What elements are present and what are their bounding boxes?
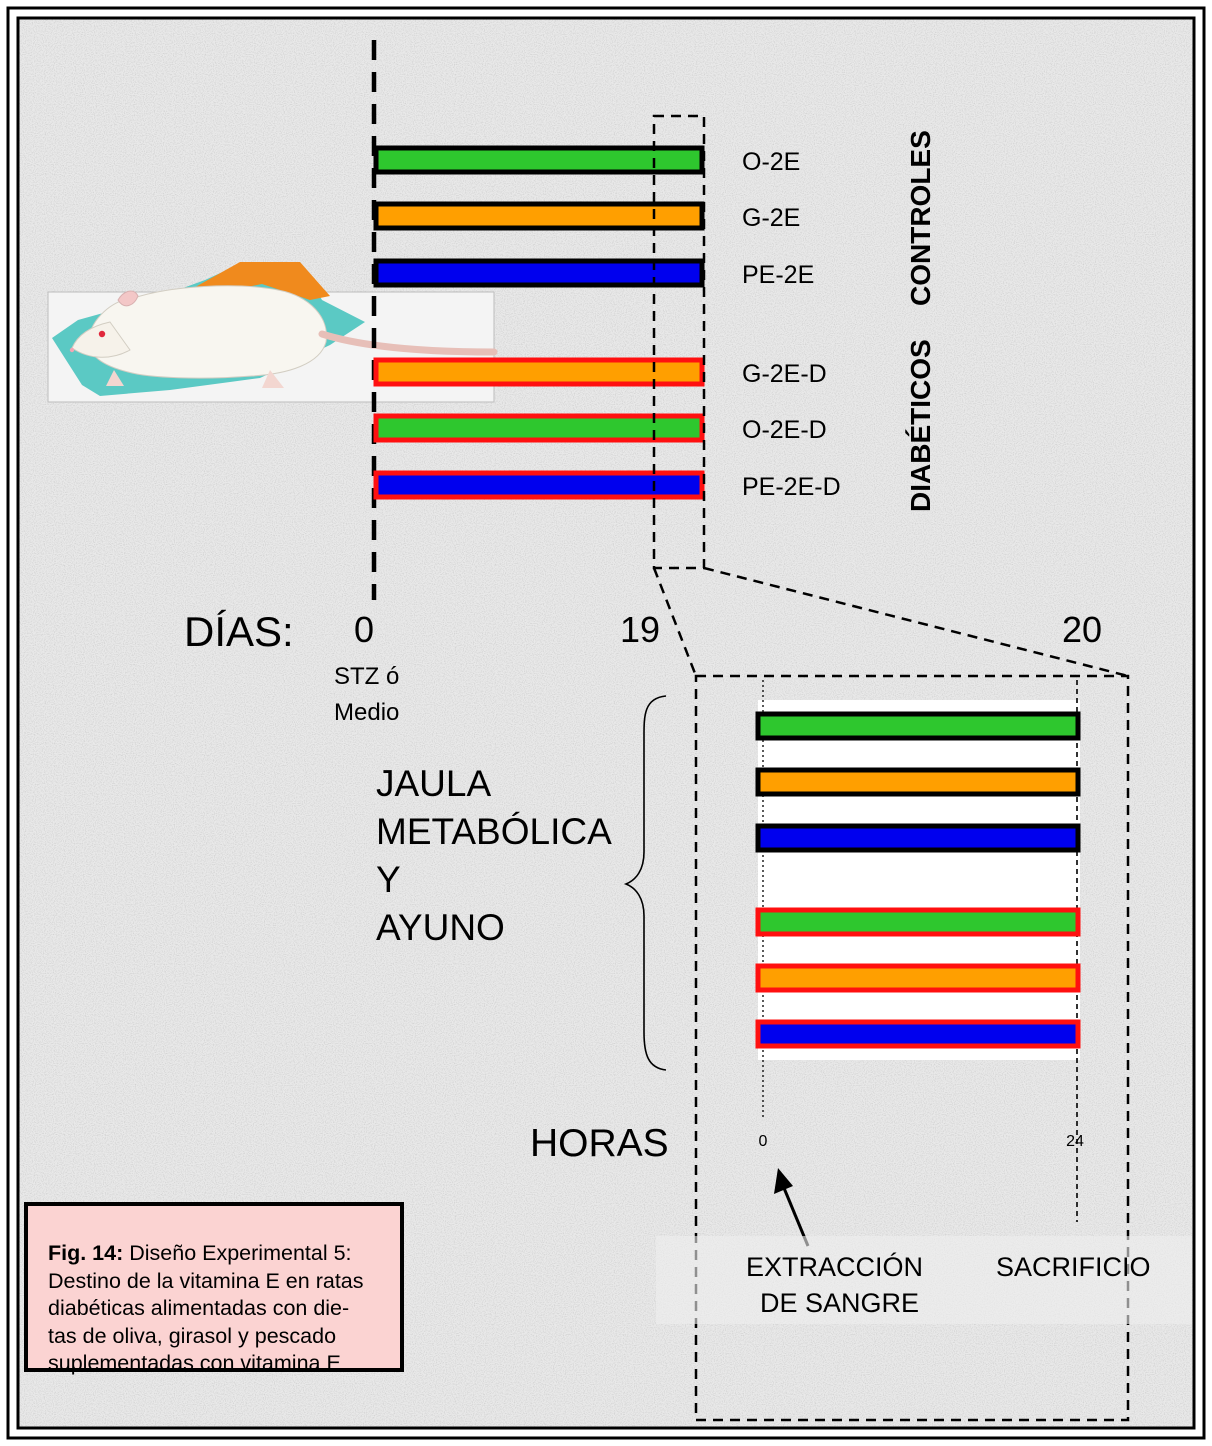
hours-label: HORAS: [530, 1122, 669, 1165]
zoom-bar-3: [758, 826, 1078, 850]
bar-label-o-2e: O-2E: [742, 148, 800, 176]
group-label-controles: CONTROLES: [905, 130, 936, 306]
cage-note-line-4: AYUNO: [376, 907, 505, 948]
bar-label-o-2e-d: O-2E-D: [742, 416, 827, 444]
caption-line-3: diabéticas alimentadas con die-: [48, 1295, 400, 1323]
bar-label-g-2e: G-2E: [742, 204, 800, 232]
zoom-bar-2: [758, 770, 1078, 794]
caption-line-5: suplementadas con vitamina E: [48, 1350, 400, 1378]
zoom-bar-6: [758, 1022, 1078, 1046]
sacrifice-event: SACRIFICIO: [996, 1252, 1151, 1282]
figure-caption: Fig. 14: Diseño Experimental 5: Destino …: [24, 1202, 404, 1372]
days-label: DÍAS:: [184, 608, 294, 655]
zoom-bars-background: [758, 700, 1080, 1060]
bar-label-g-2e-d: G-2E-D: [742, 360, 827, 388]
caption-line-1: Fig. 14: Diseño Experimental 5:: [48, 1240, 400, 1268]
day-tick-19: 19: [620, 609, 660, 650]
blood-event-line-2: DE SANGRE: [760, 1288, 919, 1318]
cage-note-line-3: Y: [376, 859, 401, 900]
start-note-line-1: STZ ó: [334, 663, 399, 690]
caption-line-2: Destino de la vitamina E en ratas: [48, 1268, 400, 1296]
caption-title: Diseño Experimental 5:: [123, 1241, 351, 1265]
cage-note-line-1: JAULA: [376, 763, 491, 804]
zoom-bar-1: [758, 714, 1078, 738]
cage-note-line-2: METABÓLICA: [376, 811, 612, 852]
start-note-line-2: Medio: [334, 699, 399, 726]
blood-event-line-1: EXTRACCIÓN: [746, 1251, 923, 1282]
group-label-diabeticos: DIABÉTICOS: [905, 339, 936, 512]
hour-tick-24: 24: [1066, 1133, 1084, 1150]
zoom-bar-4: [758, 910, 1078, 934]
hour-tick-0: 0: [759, 1133, 768, 1150]
caption-line-4: tas de oliva, girasol y pescado: [48, 1323, 400, 1351]
caption-fig-label: Fig. 14:: [48, 1241, 123, 1265]
zoom-bar-5: [758, 966, 1078, 990]
day-tick-0: 0: [354, 609, 374, 650]
day-tick-20: 20: [1062, 609, 1102, 650]
bar-label-pe-2e: PE-2E: [742, 261, 814, 289]
bar-label-pe-2e-d: PE-2E-D: [742, 473, 841, 501]
